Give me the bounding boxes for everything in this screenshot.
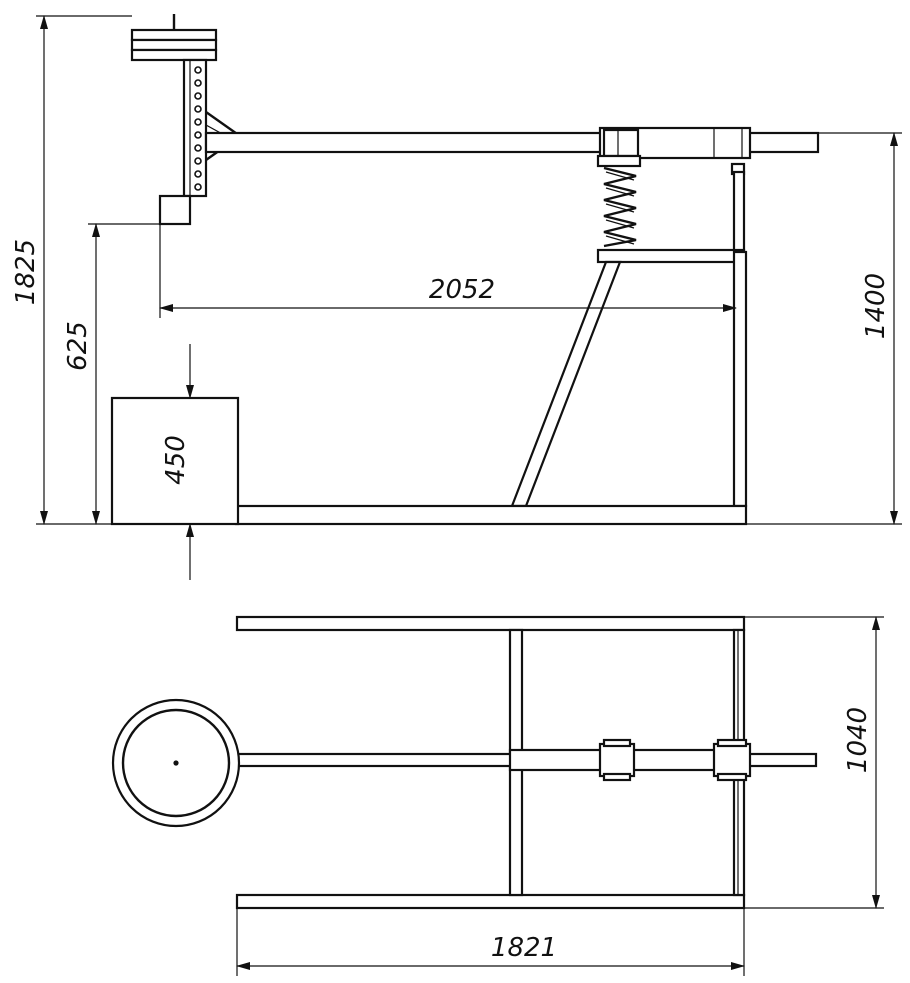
dim-2052: 2052 xyxy=(429,275,495,305)
weight-disc xyxy=(111,698,241,828)
dimension-total-height: 1825 xyxy=(11,15,132,525)
dim-1821: 1821 xyxy=(491,933,557,963)
dimension-handle-height: 625 xyxy=(63,223,160,525)
top-view xyxy=(111,615,818,910)
top-clamps xyxy=(598,738,752,782)
side-view xyxy=(110,14,820,526)
dim-1040: 1040 xyxy=(843,707,873,773)
dimension-seat-height: 450 xyxy=(161,344,194,580)
dim-625: 625 xyxy=(63,321,93,371)
weight-handle-assembly xyxy=(130,14,243,226)
dimension-frame-height: 1400 xyxy=(746,132,902,525)
dimension-arm-length: 2052 xyxy=(159,224,737,318)
dimension-frame-width: 1040 xyxy=(744,616,884,909)
pivot-post xyxy=(730,162,746,254)
adjustment-holes xyxy=(194,66,202,191)
dimension-frame-length: 1821 xyxy=(236,908,745,976)
dim-450: 450 xyxy=(161,435,191,485)
dim-1400: 1400 xyxy=(861,273,891,339)
lever-arm xyxy=(204,126,820,160)
spring xyxy=(596,154,642,248)
dim-1825: 1825 xyxy=(11,239,41,305)
side-frame xyxy=(110,248,748,526)
